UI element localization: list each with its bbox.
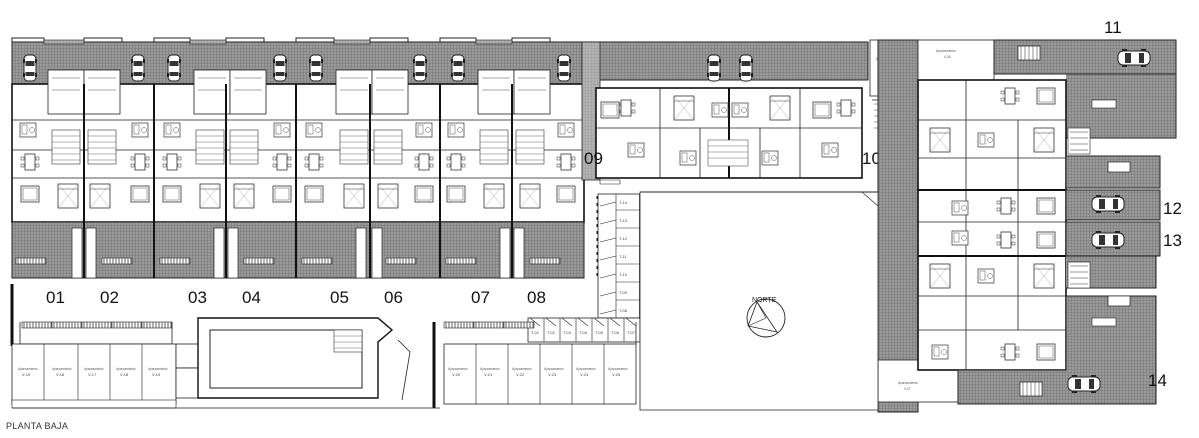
storage-t06: T-06 bbox=[611, 330, 620, 335]
parking-v24: V-24 bbox=[580, 372, 589, 377]
svg-text:Aparcamiento: Aparcamiento bbox=[512, 367, 532, 371]
unit-label-02: 02 bbox=[100, 288, 119, 307]
west-row-houses: 01 02 03 04 05 06 07 08 bbox=[11, 37, 600, 307]
parking-v17: V-17 bbox=[88, 372, 97, 377]
storage-row: T-01 T-02 T-03 T-04 T-05 T-06 T-07 bbox=[527, 317, 641, 343]
unit-label-06: 06 bbox=[384, 288, 403, 307]
storage-t12: T-12 bbox=[619, 236, 628, 241]
unit-label-08: 08 bbox=[527, 288, 546, 307]
svg-text:Aparcamiento: Aparcamiento bbox=[84, 367, 104, 371]
storage-column: T-14 T-13 T-12 T-11 T-10 T-09 T-08 bbox=[597, 193, 641, 319]
unit-label-13: 13 bbox=[1163, 231, 1182, 250]
parking-v21: V-21 bbox=[484, 372, 493, 377]
unit-label-10: 10 bbox=[862, 149, 881, 168]
storage-t09: T-09 bbox=[619, 290, 628, 295]
storage-t05: T-05 bbox=[595, 330, 604, 335]
storage-t07: T-07 bbox=[627, 330, 636, 335]
unit-label-05: 05 bbox=[330, 288, 349, 307]
north-label: NORTE bbox=[752, 297, 777, 304]
parking-label-v27: V-27 bbox=[904, 387, 911, 391]
unit-label-03: 03 bbox=[188, 288, 207, 307]
parking-label-v26: V-26 bbox=[944, 55, 951, 59]
east-block: Aparcamiento V-27 Aparcamiento V-26 bbox=[877, 18, 1182, 413]
svg-text:Aparcamiento: Aparcamiento bbox=[116, 367, 136, 371]
parking-v22: V-22 bbox=[516, 372, 525, 377]
parking-v16: V-16 bbox=[56, 372, 65, 377]
north-arrow: NORTE bbox=[746, 297, 786, 338]
unit-label-11: 11 bbox=[1104, 18, 1122, 37]
storage-t14: T-14 bbox=[619, 200, 628, 205]
parking-v19: V-19 bbox=[152, 372, 161, 377]
unit-label-04: 04 bbox=[242, 288, 261, 307]
parking-v15: V-15 bbox=[22, 372, 31, 377]
storage-t04: T-04 bbox=[579, 330, 588, 335]
parking-v18: V-18 bbox=[120, 372, 129, 377]
storage-t13: T-13 bbox=[619, 218, 628, 223]
svg-text:Aparcamiento: Aparcamiento bbox=[52, 367, 72, 371]
svg-text:Aparcamiento: Aparcamiento bbox=[576, 367, 596, 371]
svg-text:Aparcamiento: Aparcamiento bbox=[608, 367, 628, 371]
unit-label-01: 01 bbox=[46, 288, 65, 307]
storage-t10: T-10 bbox=[619, 272, 628, 277]
parking-v25: V-25 bbox=[612, 372, 621, 377]
storage-t03: T-03 bbox=[563, 330, 572, 335]
parking-v20: V-20 bbox=[452, 372, 461, 377]
unit-label-12: 12 bbox=[1163, 199, 1182, 218]
storage-t02: T-02 bbox=[547, 330, 556, 335]
svg-text:Aparcamiento: Aparcamiento bbox=[480, 367, 500, 371]
svg-text:Aparcamiento: Aparcamiento bbox=[936, 49, 956, 53]
parking-v23: V-23 bbox=[548, 372, 557, 377]
storage-t08: T-08 bbox=[619, 308, 628, 313]
unit-label-07: 07 bbox=[471, 288, 490, 307]
south-zone: Aparcamiento Aparcamiento Aparcamiento Apar… bbox=[10, 284, 637, 409]
unit-label-14: 14 bbox=[1148, 371, 1167, 390]
svg-text:Aparcamiento: Aparcamiento bbox=[448, 367, 468, 371]
svg-text:Aparcamiento: Aparcamiento bbox=[148, 367, 168, 371]
svg-text:Aparcamiento: Aparcamiento bbox=[898, 381, 918, 385]
central-block: Aparcamiento V-25 09 10 bbox=[581, 39, 907, 185]
storage-t01: T-01 bbox=[531, 330, 540, 335]
svg-text:Aparcamiento: Aparcamiento bbox=[544, 367, 564, 371]
storage-t11: T-11 bbox=[619, 254, 627, 259]
unit-label-09: 09 bbox=[584, 149, 603, 168]
svg-text:Aparcamiento: Aparcamiento bbox=[18, 367, 38, 371]
plan-title: PLANTA BAJA bbox=[6, 421, 69, 431]
